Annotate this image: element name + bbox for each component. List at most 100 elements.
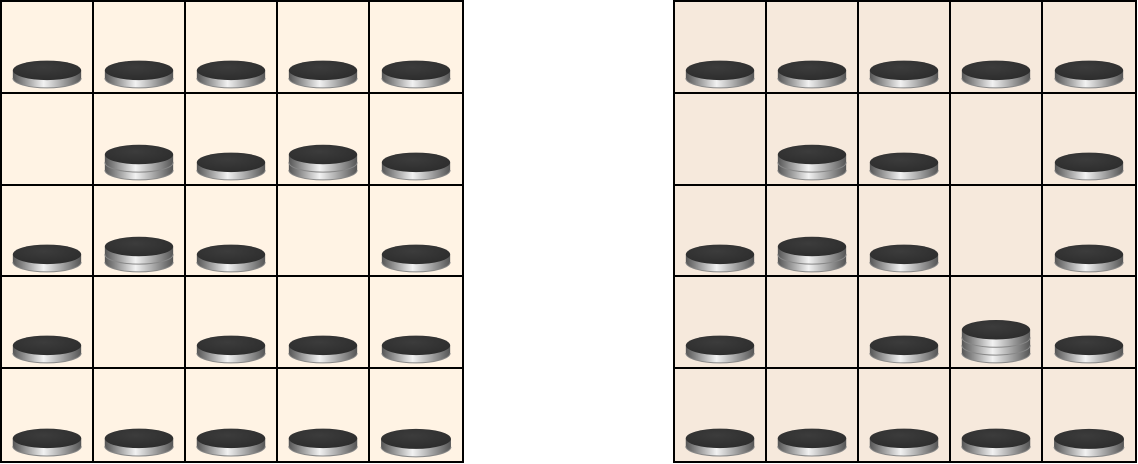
piece-stack[interactable] xyxy=(2,277,92,367)
piece-stack[interactable] xyxy=(767,2,857,92)
board-cell-right-r3c5[interactable] xyxy=(1043,186,1135,278)
board-cell-right-r5c5[interactable] xyxy=(1043,369,1135,461)
piece-stack[interactable] xyxy=(1043,2,1135,92)
board-cell-left-r3c5[interactable] xyxy=(370,186,462,278)
piece-stack[interactable] xyxy=(278,94,368,184)
board-cell-right-r3c1[interactable] xyxy=(675,185,767,278)
board-cell-left-r3c2[interactable] xyxy=(94,185,186,278)
piece-stack[interactable] xyxy=(859,369,949,461)
piece-stack[interactable] xyxy=(186,277,276,367)
board-cell-left-r2c4[interactable] xyxy=(278,93,370,186)
board-cell-right-r3c4[interactable] xyxy=(951,185,1043,278)
piece-stack[interactable] xyxy=(2,186,92,276)
board-cell-right-r1c4[interactable] xyxy=(951,2,1043,94)
piece-stack[interactable] xyxy=(2,2,92,92)
board-cell-left-r1c4[interactable] xyxy=(278,2,370,94)
piece-stack[interactable] xyxy=(675,2,765,92)
piece-stack[interactable] xyxy=(675,186,765,276)
piece-stack[interactable] xyxy=(370,369,462,461)
board-cell-left-r5c1[interactable] xyxy=(2,369,94,461)
piece-stack[interactable] xyxy=(675,277,765,367)
piece-stack[interactable] xyxy=(370,2,462,92)
piece-stack[interactable] xyxy=(186,369,276,461)
piece-stack[interactable] xyxy=(767,186,857,276)
board-cell-right-r4c1[interactable] xyxy=(675,277,767,370)
piece-stack[interactable] xyxy=(370,277,462,367)
board-cell-right-r4c3[interactable] xyxy=(859,277,951,370)
board-cell-left-r2c1[interactable] xyxy=(2,93,94,186)
piece-stack[interactable] xyxy=(1043,277,1135,367)
piece-stack[interactable] xyxy=(951,2,1041,92)
board-cell-left-r1c2[interactable] xyxy=(94,2,186,94)
piece-stack[interactable] xyxy=(94,2,184,92)
board-cell-right-r3c2[interactable] xyxy=(767,185,859,278)
piece-stack[interactable] xyxy=(186,2,276,92)
piece-stack[interactable] xyxy=(2,369,92,461)
piece-disc xyxy=(381,60,451,89)
board-cell-right-r2c1[interactable] xyxy=(675,93,767,186)
piece-stack[interactable] xyxy=(278,369,368,461)
board-cell-left-r3c1[interactable] xyxy=(2,185,94,278)
board-cell-right-r1c3[interactable] xyxy=(859,2,951,94)
board-cell-right-r4c4[interactable] xyxy=(951,277,1043,370)
board-cell-right-r2c3[interactable] xyxy=(859,93,951,186)
board-cell-right-r4c5[interactable] xyxy=(1043,277,1135,370)
piece-stack[interactable] xyxy=(951,277,1041,367)
piece-stack[interactable] xyxy=(1043,369,1135,461)
board-cell-right-r3c3[interactable] xyxy=(859,185,951,278)
board-cell-left-r1c3[interactable] xyxy=(186,2,278,94)
piece-stack[interactable] xyxy=(1043,186,1135,276)
piece-stack[interactable] xyxy=(767,94,857,184)
piece-stack[interactable] xyxy=(278,2,368,92)
board-cell-left-r5c3[interactable] xyxy=(186,369,278,461)
board-cell-right-r5c4[interactable] xyxy=(951,369,1043,461)
board-cell-left-r1c1[interactable] xyxy=(2,2,94,94)
board-cell-left-r4c3[interactable] xyxy=(186,277,278,370)
piece-disc xyxy=(104,60,174,89)
piece-stack[interactable] xyxy=(675,369,765,461)
board-cell-left-r3c3[interactable] xyxy=(186,185,278,278)
piece-stack[interactable] xyxy=(94,186,184,276)
board-cell-left-r2c3[interactable] xyxy=(186,93,278,186)
board-cell-left-r2c2[interactable] xyxy=(94,93,186,186)
board-cell-left-r4c1[interactable] xyxy=(2,277,94,370)
piece-disc xyxy=(288,60,358,89)
board-cell-left-r5c5[interactable] xyxy=(370,369,462,461)
piece-stack[interactable] xyxy=(859,2,949,92)
piece-disc xyxy=(685,244,755,272)
board-cell-right-r1c2[interactable] xyxy=(767,2,859,94)
board-cell-left-r2c5[interactable] xyxy=(370,94,462,186)
piece-stack[interactable] xyxy=(94,94,184,184)
piece-stack[interactable] xyxy=(370,186,462,276)
board-cell-right-r5c3[interactable] xyxy=(859,369,951,461)
piece-stack[interactable] xyxy=(767,369,857,461)
board-cell-left-r5c4[interactable] xyxy=(278,369,370,461)
board-cell-right-r2c4[interactable] xyxy=(951,93,1043,186)
piece-disc xyxy=(380,429,452,458)
board-cell-right-r4c2[interactable] xyxy=(767,277,859,370)
board-cell-left-r4c5[interactable] xyxy=(370,277,462,370)
board-cell-right-r2c2[interactable] xyxy=(767,93,859,186)
piece-stack[interactable] xyxy=(859,277,949,367)
piece-stack[interactable] xyxy=(951,369,1041,461)
board-cell-left-r5c2[interactable] xyxy=(94,369,186,461)
piece-disc xyxy=(1053,429,1125,458)
board-cell-right-r5c2[interactable] xyxy=(767,369,859,461)
piece-stack[interactable] xyxy=(1043,94,1135,184)
piece-disc xyxy=(777,144,847,173)
board-cell-left-r3c4[interactable] xyxy=(278,185,370,278)
board-cell-right-r2c5[interactable] xyxy=(1043,94,1135,186)
piece-stack[interactable] xyxy=(186,94,276,184)
board-cell-right-r1c1[interactable] xyxy=(675,2,767,94)
board-cell-left-r4c2[interactable] xyxy=(94,277,186,370)
piece-stack[interactable] xyxy=(859,94,949,184)
piece-stack[interactable] xyxy=(370,94,462,184)
piece-stack[interactable] xyxy=(859,186,949,276)
piece-stack[interactable] xyxy=(278,277,368,367)
piece-stack[interactable] xyxy=(94,369,184,461)
board-cell-left-r4c4[interactable] xyxy=(278,277,370,370)
piece-stack[interactable] xyxy=(186,186,276,276)
board-cell-right-r1c5[interactable] xyxy=(1043,2,1135,94)
board-cell-left-r1c5[interactable] xyxy=(370,2,462,94)
board-cell-right-r5c1[interactable] xyxy=(675,369,767,461)
